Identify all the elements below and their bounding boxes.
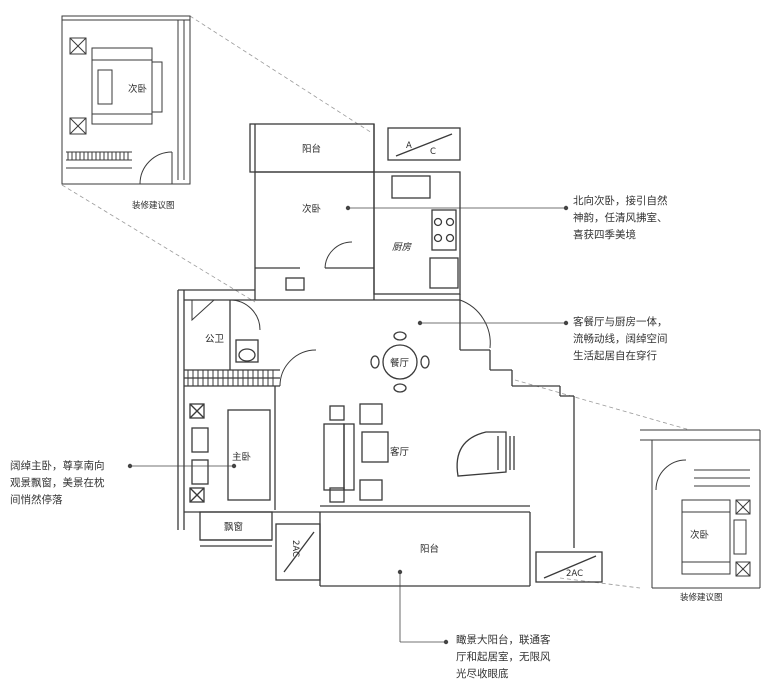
inset-right-room-label: 次卧: [690, 529, 710, 541]
inset-right: [640, 429, 761, 589]
inset-top-left-caption: 装修建议图: [132, 200, 175, 211]
ac-label-a: A: [406, 141, 412, 151]
callout-south-balcony: 瞰景大阳台，联通客 厅和起居室，无限风 光尽收眼底: [456, 632, 551, 683]
inset-top-left-room-label: 次卧: [128, 83, 148, 95]
main-walls: [177, 123, 603, 587]
callout-line: 瞰景大阳台，联通客: [456, 634, 551, 646]
room-label-bedroom-north: 次卧: [302, 203, 322, 215]
callout-line: 喜获四季美境: [573, 229, 636, 241]
callout-line: 流畅动线，阔绰空间: [573, 333, 668, 345]
ac-label-left: 2AC: [290, 540, 300, 557]
callout-line: 阔绰主卧，尊享南向: [10, 460, 105, 472]
room-label-living: 客厅: [390, 446, 410, 458]
inset-top-left: [61, 15, 191, 185]
inset-projection-lines: [61, 15, 691, 589]
callout-line: 厅和起居室，无限风: [456, 651, 551, 663]
callout-line: 观景飘窗，美景在枕: [10, 477, 105, 489]
callout-line: 神韵，任清风拂室、: [573, 212, 668, 224]
ac-label-right: 2AC: [566, 569, 583, 579]
room-label-master-bedroom: 主卧: [232, 451, 252, 463]
callout-line: 间悄然停落: [10, 494, 63, 506]
door-swings: [191, 241, 491, 387]
callout-line: 光尽收眼底: [456, 668, 509, 680]
callout-leaders: [127, 205, 569, 645]
callout-line: 北向次卧，接引自然: [573, 195, 668, 207]
room-label-kitchen: 厨房: [392, 242, 413, 253]
callout-dining-kitchen: 客餐厅与厨房一体， 流畅动线，阔绰空间 生活起居自在穿行: [573, 314, 668, 365]
room-label-dining: 餐厅: [390, 357, 410, 369]
callout-north-bedroom: 北向次卧，接引自然 神韵，任清风拂室、 喜获四季美境: [573, 193, 668, 244]
callout-line: 生活起居自在穿行: [573, 350, 657, 362]
room-label-balcony-south: 阳台: [420, 543, 439, 555]
bay-window-hatch-main: [187, 370, 274, 386]
room-label-bathroom: 公卫: [205, 334, 225, 345]
inset-top-left-hatch: [67, 152, 129, 160]
callout-line: 客餐厅与厨房一体，: [573, 316, 668, 328]
ac-label-c: C: [430, 147, 436, 157]
room-label-balcony-north: 阳台: [302, 143, 321, 155]
callout-master-bedroom: 阔绰主卧，尊享南向 观景飘窗，美景在枕 间悄然停落: [10, 458, 105, 509]
inset-right-caption: 装修建议图: [680, 592, 723, 603]
room-label-bay-window: 飘窗: [224, 521, 243, 533]
